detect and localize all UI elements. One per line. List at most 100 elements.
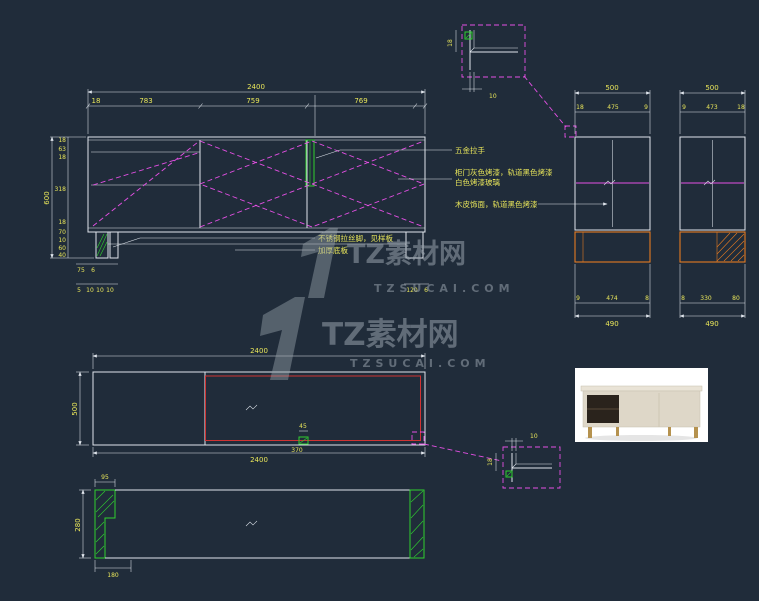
dim-width-seg: 18 [92, 97, 101, 105]
leader-line-steel-foot [112, 237, 315, 248]
dim-tick [198, 103, 203, 109]
dim-side-seg: 473 [706, 104, 718, 111]
watermark-brand-text: TZ素材网 [322, 317, 459, 353]
annotation-door-1: 柜门灰色烤漆，轨道黑色烤漆 [455, 167, 553, 177]
dim-plan-bottom: 2400 [250, 456, 268, 464]
dim-width-seg: 783 [139, 97, 152, 105]
hatch-line [299, 437, 308, 444]
annotation-wood: 木皮饰面，轨道黑色烤漆 [455, 199, 538, 209]
watermark-lower: TZ素材网 TZSUCAI.COM [260, 297, 486, 380]
annotation-handle: 五金拉手 [455, 145, 485, 155]
hatch-line [95, 521, 105, 531]
watermark-logo [301, 228, 338, 298]
dim-tick [422, 103, 428, 109]
hatch-line [410, 490, 424, 503]
dim-side-bottom-total: 490 [705, 320, 718, 328]
hatch-line [723, 240, 745, 262]
detail-boundary-box [461, 24, 526, 78]
drawer-swing-line-1 [92, 141, 199, 227]
detail-miter-line [469, 47, 475, 53]
drawer-swing-line-2 [92, 152, 199, 186]
dim-detail-width: 10 [489, 93, 497, 100]
hatch-line [465, 32, 472, 39]
detail-gasket-mark [505, 470, 513, 478]
cabinet-body-outline [87, 136, 426, 233]
dim-right-foot: 120 [406, 287, 418, 294]
plan-view: 2400 500 45 370 2400 [71, 347, 503, 464]
hatch-line [716, 232, 738, 255]
watermark-site-text: TZSUCAI.COM [374, 282, 515, 295]
dim-width-seg: 769 [354, 97, 367, 105]
dim-foot-seg: 10 [96, 287, 104, 294]
break-symbol [245, 404, 258, 411]
section-end-profile [409, 489, 425, 559]
hatch-line [413, 548, 424, 558]
dim-side-seg: 18 [737, 104, 745, 111]
dim-side-total: 500 [705, 84, 718, 92]
corner-detail-bottom: 10 18 [487, 433, 561, 489]
watermark-upper: TZ素材网 TZSUCAI.COM [301, 228, 515, 298]
break-symbol [603, 179, 616, 186]
hatch-line [737, 254, 745, 262]
detail-callout-target [564, 125, 577, 138]
dim-base-seg: 40 [58, 252, 66, 259]
hatch-line [96, 233, 105, 249]
leader-line-handle [315, 149, 452, 159]
dim-foot-seg: 5 [77, 287, 81, 294]
dim-base-seg: 10 [58, 237, 66, 244]
dim-foot: 6 [91, 267, 95, 274]
break-symbol [245, 520, 258, 527]
dim-side-seg: 475 [607, 104, 619, 111]
dim-width-seg: 759 [246, 97, 259, 105]
right-leg [405, 231, 424, 259]
hatch-line [716, 232, 731, 248]
annotation-door-2: 白色烤漆玻璃 [455, 177, 500, 187]
dim-side-total: 500 [605, 84, 618, 92]
photo-shadow [585, 435, 697, 441]
dim-side-seg: 80 [732, 295, 740, 302]
dim-notch-offset: 370 [291, 447, 303, 454]
sideboard-leg [588, 427, 592, 438]
hatch-line [410, 520, 424, 535]
detail-callout-leader [523, 75, 567, 128]
side-body-outline [679, 136, 746, 231]
dim-side-seg: 18 [576, 104, 584, 111]
section-leg-profile [94, 489, 116, 559]
hatch-line [716, 233, 745, 262]
dim-height-seg: 18 [58, 154, 66, 161]
annotation-thick-base: 加厚底板 [318, 245, 348, 255]
sideboard-top-slab [580, 385, 703, 392]
hatch-line [95, 494, 114, 513]
dim-side-seg: 330 [700, 295, 712, 302]
product-photo [575, 368, 708, 442]
detail-boundary-box [502, 446, 561, 489]
dim-side-seg: 8 [645, 295, 649, 302]
dim-notch-width: 45 [299, 423, 307, 430]
hatch-line [506, 471, 512, 477]
dim-right-foot: 6 [424, 287, 428, 294]
detail-gasket-mark [464, 31, 473, 40]
side-base-outline [574, 231, 651, 263]
plan-notch-mark [298, 436, 309, 445]
plan-outline [92, 371, 426, 446]
dim-side-bottom-total: 490 [605, 320, 618, 328]
profile-section-view: 95 280 180 [74, 474, 425, 579]
handle-bar [305, 139, 315, 187]
side-view-left: 500 18 475 9 9 474 8 490 [574, 84, 651, 328]
hatch-line [97, 500, 115, 518]
side-view-right: 500 9 473 18 8 330 80 490 [679, 84, 746, 328]
dim-profile-bottom: 180 [107, 572, 119, 579]
hatch-line [96, 233, 108, 257]
hatch-line [410, 504, 424, 519]
dim-profile-top: 95 [101, 474, 109, 481]
dim-total-width: 2400 [247, 83, 265, 91]
dim-height-seg: 63 [58, 146, 66, 153]
break-symbol [703, 179, 716, 186]
dim-side-seg: 9 [644, 104, 648, 111]
dim-profile-height: 280 [74, 518, 82, 531]
left-leg-1 [95, 231, 109, 259]
dim-height-seg: 18 [58, 137, 66, 144]
dim-total-height: 600 [43, 191, 51, 204]
hatch-line [95, 490, 106, 501]
hatch-line [410, 536, 424, 551]
